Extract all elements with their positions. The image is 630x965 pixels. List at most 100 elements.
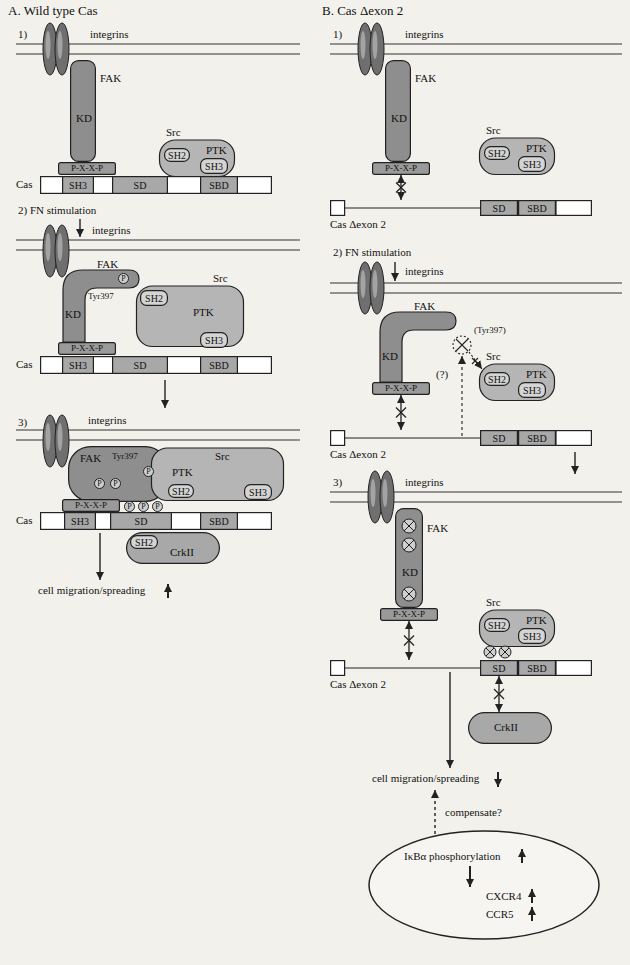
pxxp-motif: P-X-X-P [62, 499, 120, 512]
blocked-phosphate [402, 587, 416, 601]
diagram-label: 3) [18, 416, 27, 428]
cas-domain: SD [480, 430, 518, 446]
cas-deletion-protein: Cas Δexon 2SDSBD [330, 430, 592, 446]
cas-domain: SH3 [64, 512, 96, 530]
pxxp-motif: P-X-X-P [58, 342, 116, 355]
sh-domain: SH3 [244, 484, 272, 500]
diagram-label: integrins [90, 28, 129, 40]
node-text: SH2 [145, 293, 163, 304]
node-text: SH3 [69, 360, 87, 371]
diagram-label: cell migration/spreading [372, 772, 479, 784]
node-text: Cas Δexon 2 [330, 218, 386, 230]
node-text: KD [382, 350, 398, 362]
cas-outline [41, 513, 272, 530]
node-text: SH3 [249, 487, 267, 498]
integrin [55, 415, 69, 467]
crkii-adaptor: CrkIISH2 [126, 532, 220, 564]
dom-outline [131, 536, 158, 549]
sh-domain: SH2 [484, 372, 510, 386]
node-text: Cas [16, 514, 33, 526]
node-text: Src [486, 596, 501, 608]
node-text: SD [493, 203, 506, 214]
uncertain-signal [453, 336, 482, 436]
src-outline [137, 286, 244, 347]
pxxp-outline [59, 163, 116, 175]
diagram-label: 2) FN stimulation [333, 246, 411, 258]
node-text: SH2 [135, 537, 153, 548]
node-text: KD [391, 112, 407, 124]
dashed-phosphate [453, 336, 471, 354]
diagram-label: 3) [333, 476, 342, 488]
decrease-arrow [497, 772, 499, 787]
node-text: Src [166, 126, 181, 138]
integrin [380, 471, 394, 523]
integrin-shine [46, 31, 51, 59]
seg-outline [481, 431, 518, 446]
node-text: PTK [206, 144, 227, 156]
block-cross [396, 183, 406, 193]
node-text: CCR5 [486, 908, 514, 920]
block-cross [472, 358, 478, 364]
hook-outline [380, 312, 456, 382]
src-kinase: SrcPTKSH2SH3 [478, 352, 556, 402]
block-cross [404, 540, 414, 550]
node-text: SH3 [523, 159, 541, 170]
src-outline [480, 364, 555, 401]
casd-outline [556, 201, 591, 216]
lost-phosphates [402, 519, 511, 658]
node-text: FAK [97, 258, 118, 270]
casd-outline [331, 661, 345, 676]
src-kinase: SrcPTKSH2SH3 [478, 126, 556, 176]
block-cross [404, 636, 414, 646]
cas-deletion-protein: Cas Δexon 2SDSBD [330, 660, 592, 676]
integrin-highlights [46, 31, 388, 507]
cas-domain: SBD [200, 176, 238, 194]
compensate-arrow [434, 790, 435, 834]
casd-outline [331, 431, 345, 446]
node-text: IκBα phosphorylation [404, 850, 501, 862]
node-text: FAK [415, 72, 436, 84]
node-text: FAK [427, 522, 448, 534]
diagram-label: B. Cas Δexon 2 [322, 4, 403, 18]
node-text: CrkII [494, 721, 518, 733]
blob-outline [69, 447, 168, 502]
dom-outline [485, 619, 510, 632]
node-text: SH3 [205, 335, 223, 346]
node-text: PTK [526, 368, 547, 380]
cas-protein: CasSH3SDSBD [40, 176, 272, 194]
sh-domain: SH3 [200, 158, 228, 174]
outcome-arrow [449, 672, 450, 768]
phosphate-circle: P [152, 501, 163, 512]
src-kinase-shape [135, 272, 245, 348]
seg-outline [201, 177, 238, 194]
sh-domain: SH2 [168, 484, 194, 498]
sh-domain: SH3 [200, 332, 228, 348]
blocked-phosphate [402, 519, 416, 533]
cas-domain: SD [110, 512, 172, 530]
dom-outline [201, 159, 228, 174]
sh-domain: SH2 [164, 148, 190, 162]
node-text: SBD [527, 433, 546, 444]
step-arrow [164, 380, 165, 408]
pxxp-motif: P-X-X-P [372, 382, 430, 395]
diagram-label: cell migration/spreading [38, 584, 145, 596]
stimulus-arrow [394, 262, 395, 281]
dom-outline [165, 149, 190, 162]
node-text: FAK [100, 72, 121, 84]
blocked-phosphate [499, 646, 511, 658]
node-text: Cas Δexon 2 [330, 678, 386, 690]
integrin-shine [58, 31, 63, 59]
node-text: CXCR4 [486, 890, 521, 902]
node-text: Src [213, 272, 228, 284]
src-kinase: SrcPTKSH2SH3 [150, 446, 285, 502]
dom-outline [485, 373, 510, 386]
seg-outline [481, 661, 518, 676]
node-text: SD [135, 516, 148, 527]
integrin [370, 23, 384, 75]
block-cross [486, 648, 494, 656]
cas-protein: CasSH3SDSBD [40, 356, 272, 374]
diagram-label: (?) [436, 368, 448, 380]
seg-outline [113, 357, 168, 374]
node-text: SBD [527, 663, 546, 674]
node-text: Cas [16, 178, 33, 190]
